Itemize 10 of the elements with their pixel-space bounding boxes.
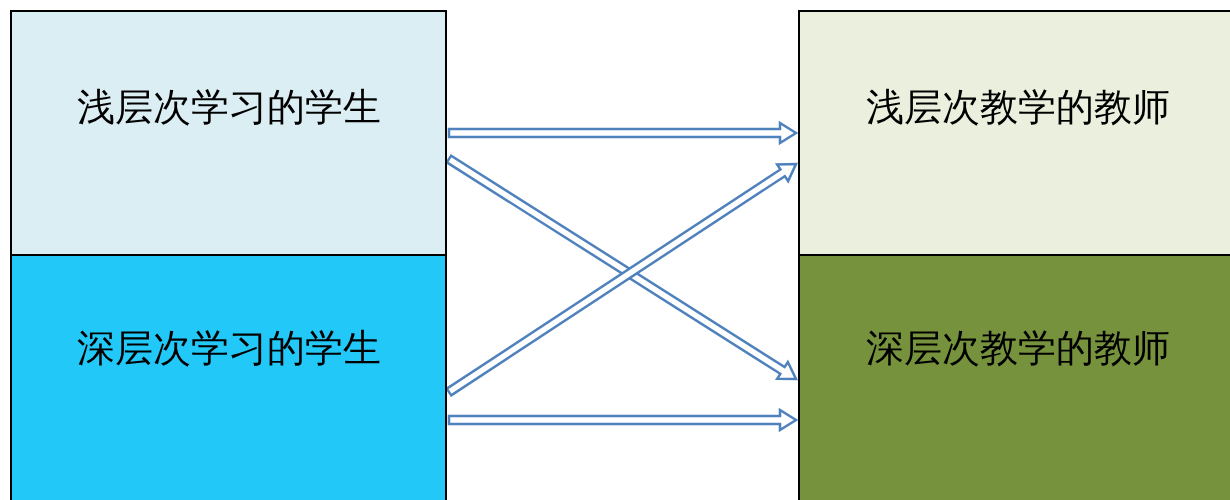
text-box bbox=[798, 254, 1230, 500]
box-label: 深层次学习的学生 bbox=[76, 324, 381, 372]
text-box bbox=[10, 254, 447, 500]
box-label: 浅层次教学的教师 bbox=[866, 83, 1170, 131]
text-box bbox=[10, 10, 447, 256]
box-label: 浅层次学习的学生 bbox=[76, 83, 381, 131]
arrow bbox=[447, 407, 799, 433]
arrow bbox=[447, 120, 799, 146]
text-box bbox=[798, 10, 1230, 256]
box-label: 深层次教学的教师 bbox=[866, 324, 1170, 372]
